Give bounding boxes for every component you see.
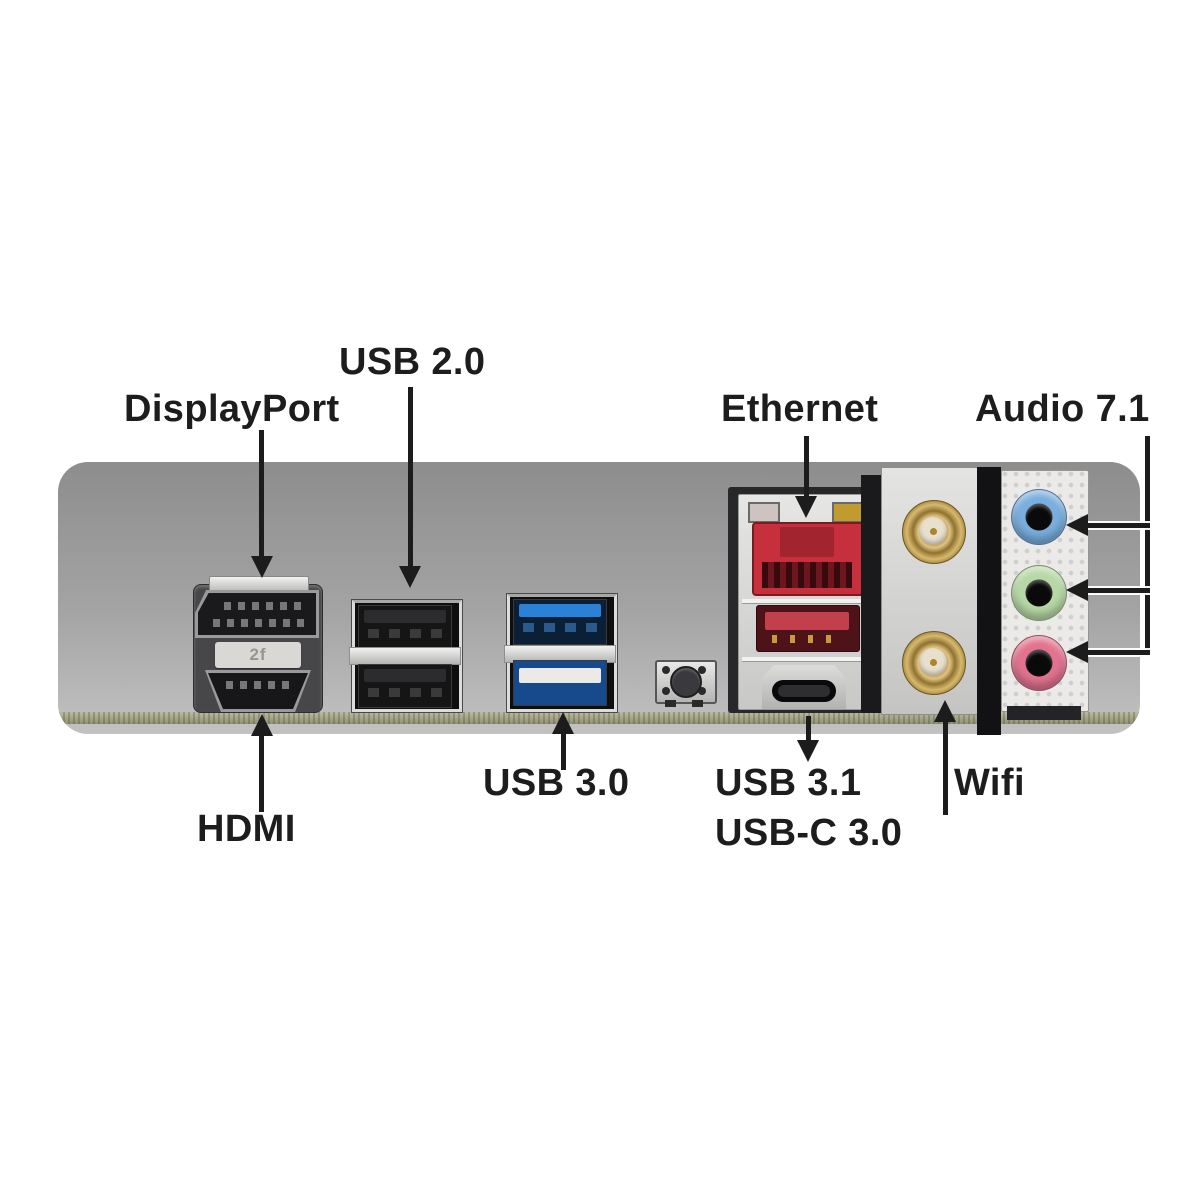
port-sticker: 2f (215, 642, 301, 668)
ethernet-led-left (748, 502, 780, 523)
wifi-antenna-connector-lower (902, 631, 966, 695)
usb3-ports (504, 593, 618, 713)
audio-jack-blue (1011, 489, 1067, 545)
usb2-divider (349, 647, 461, 665)
ethernet-usb-block (728, 487, 880, 713)
label-ethernet: Ethernet (721, 388, 879, 430)
usb2-port-lower (358, 664, 452, 708)
displayport-port (195, 590, 319, 638)
arrow-ethernet (804, 436, 809, 498)
arrow-usb31 (806, 716, 811, 742)
button-plunger (670, 666, 702, 698)
arrow-usb3 (561, 734, 566, 770)
arrow-wifi (943, 722, 948, 815)
audio-module (977, 467, 1089, 737)
wifi-antenna-connector-upper (902, 500, 966, 564)
label-hdmi: HDMI (197, 808, 296, 850)
small-push-button (655, 660, 717, 707)
arrowhead-audio-green (1066, 579, 1088, 601)
arrowhead-audio-pink (1066, 641, 1088, 663)
arrowhead-usb3 (552, 712, 574, 734)
displayport-pins (223, 602, 306, 610)
label-usbc3: USB-C 3.0 (715, 812, 903, 854)
arrowhead-hdmi (251, 714, 273, 736)
ethernet-led-right (832, 502, 864, 523)
label-wifi: Wifi (954, 762, 1025, 804)
ethernet-rj45-port (752, 522, 866, 596)
hdmi-port (205, 670, 311, 712)
usb2-ports (349, 599, 463, 713)
arrow-audio-blue (1086, 523, 1150, 528)
label-usb2: USB 2.0 (339, 341, 486, 383)
arrowhead-wifi (934, 700, 956, 722)
arrow-audio-trunk (1145, 436, 1150, 655)
arrowhead-ethernet (795, 496, 817, 518)
arrow-hdmi (259, 736, 264, 812)
arrowhead-usb31 (797, 740, 819, 762)
usb2-port-upper (358, 605, 452, 649)
usb31-type-a-port (756, 605, 860, 652)
usb3-port-lower (513, 660, 607, 706)
label-displayport: DisplayPort (124, 388, 340, 430)
arrow-usb2 (408, 387, 413, 568)
hdmi-pins (226, 681, 290, 689)
pcb-edge (58, 712, 1140, 724)
label-audio: Audio 7.1 (975, 388, 1150, 430)
arrow-displayport (259, 430, 264, 558)
usb3-port-upper (513, 599, 607, 645)
usb-c-port (762, 665, 846, 709)
dp-hdmi-stack: 2f (193, 576, 323, 713)
arrowhead-displayport (251, 556, 273, 578)
wifi-module (861, 467, 979, 715)
arrow-audio-pink (1086, 650, 1150, 655)
arrowhead-audio-blue (1066, 514, 1088, 536)
arrow-audio-green (1086, 588, 1150, 593)
label-usb3: USB 3.0 (483, 762, 630, 804)
label-usb31: USB 3.1 (715, 762, 862, 804)
arrowhead-usb2 (399, 566, 421, 588)
audio-jack-pink (1011, 635, 1067, 691)
audio-jack-green (1011, 565, 1067, 621)
